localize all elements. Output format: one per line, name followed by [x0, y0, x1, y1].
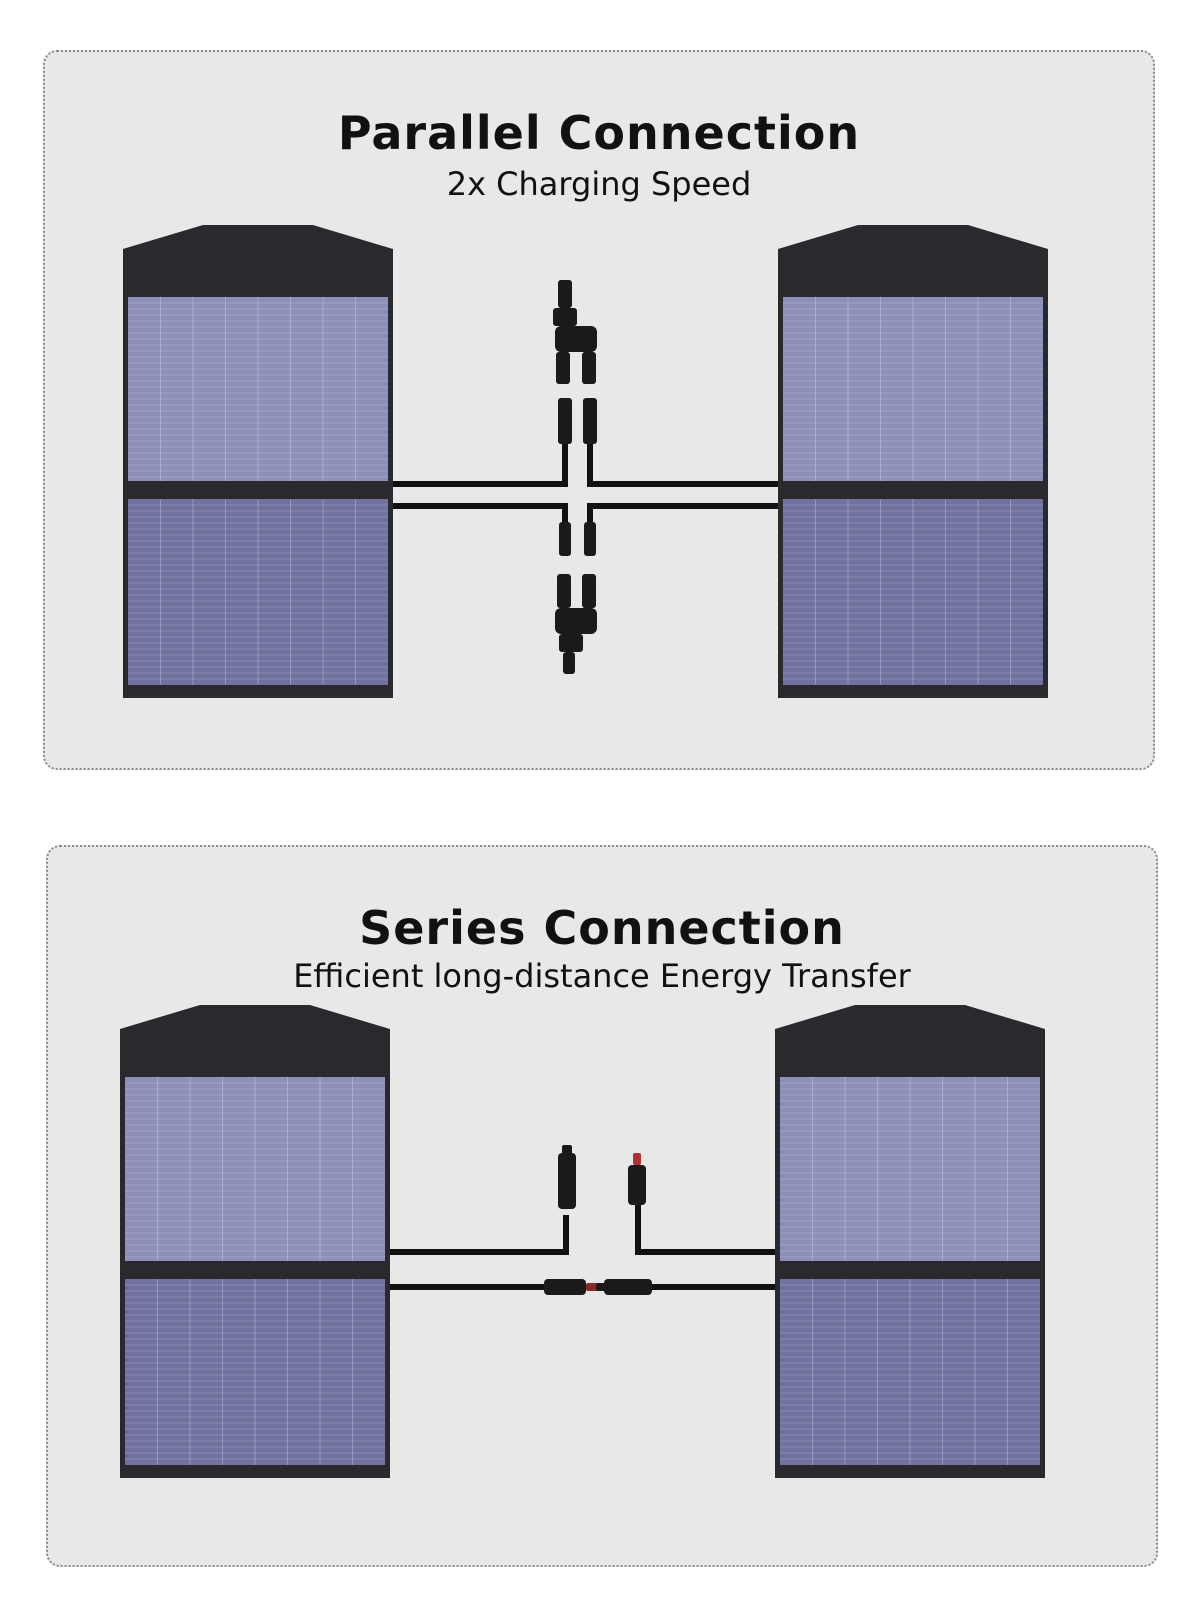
parallel-diagram	[123, 225, 1048, 698]
panel-cell-area-0	[780, 1077, 1040, 1261]
series-title: Series Connection	[359, 901, 845, 955]
parallel-connection-section: Parallel Connection 2x Charging Speed	[43, 50, 1155, 770]
y-branch-connector-top	[553, 280, 597, 444]
panel-cell-area-1	[780, 1279, 1040, 1465]
mc4-connector-lower-left	[544, 1279, 598, 1295]
series-cables	[388, 1205, 775, 1290]
y-branch-connector-bottom	[555, 522, 597, 674]
panel-cell-area-0	[125, 1077, 385, 1261]
mc4-connector-right-upper	[628, 1153, 646, 1205]
panel-cell-area-1	[783, 499, 1043, 685]
solar-panel-left	[123, 225, 393, 698]
series-diagram	[120, 1005, 1045, 1478]
parallel-title: Parallel Connection	[337, 106, 861, 160]
solar-panel-right	[775, 1005, 1045, 1478]
panel-cell-area-1	[128, 499, 388, 685]
panel-cell-area-0	[783, 297, 1043, 481]
panel-cell-area-1	[125, 1279, 385, 1465]
mc4-connector-lower-right	[596, 1279, 652, 1295]
mc4-connector-left-upper	[558, 1145, 576, 1209]
series-subtitle: Efficient long-distance Energy Transfer	[293, 957, 911, 995]
solar-panel-left	[120, 1005, 390, 1478]
solar-panel-right	[778, 225, 1048, 698]
panel-cell-area-0	[128, 297, 388, 481]
parallel-subtitle: 2x Charging Speed	[446, 165, 752, 203]
series-connection-section: Series Connection Efficient long-distanc…	[46, 845, 1158, 1567]
